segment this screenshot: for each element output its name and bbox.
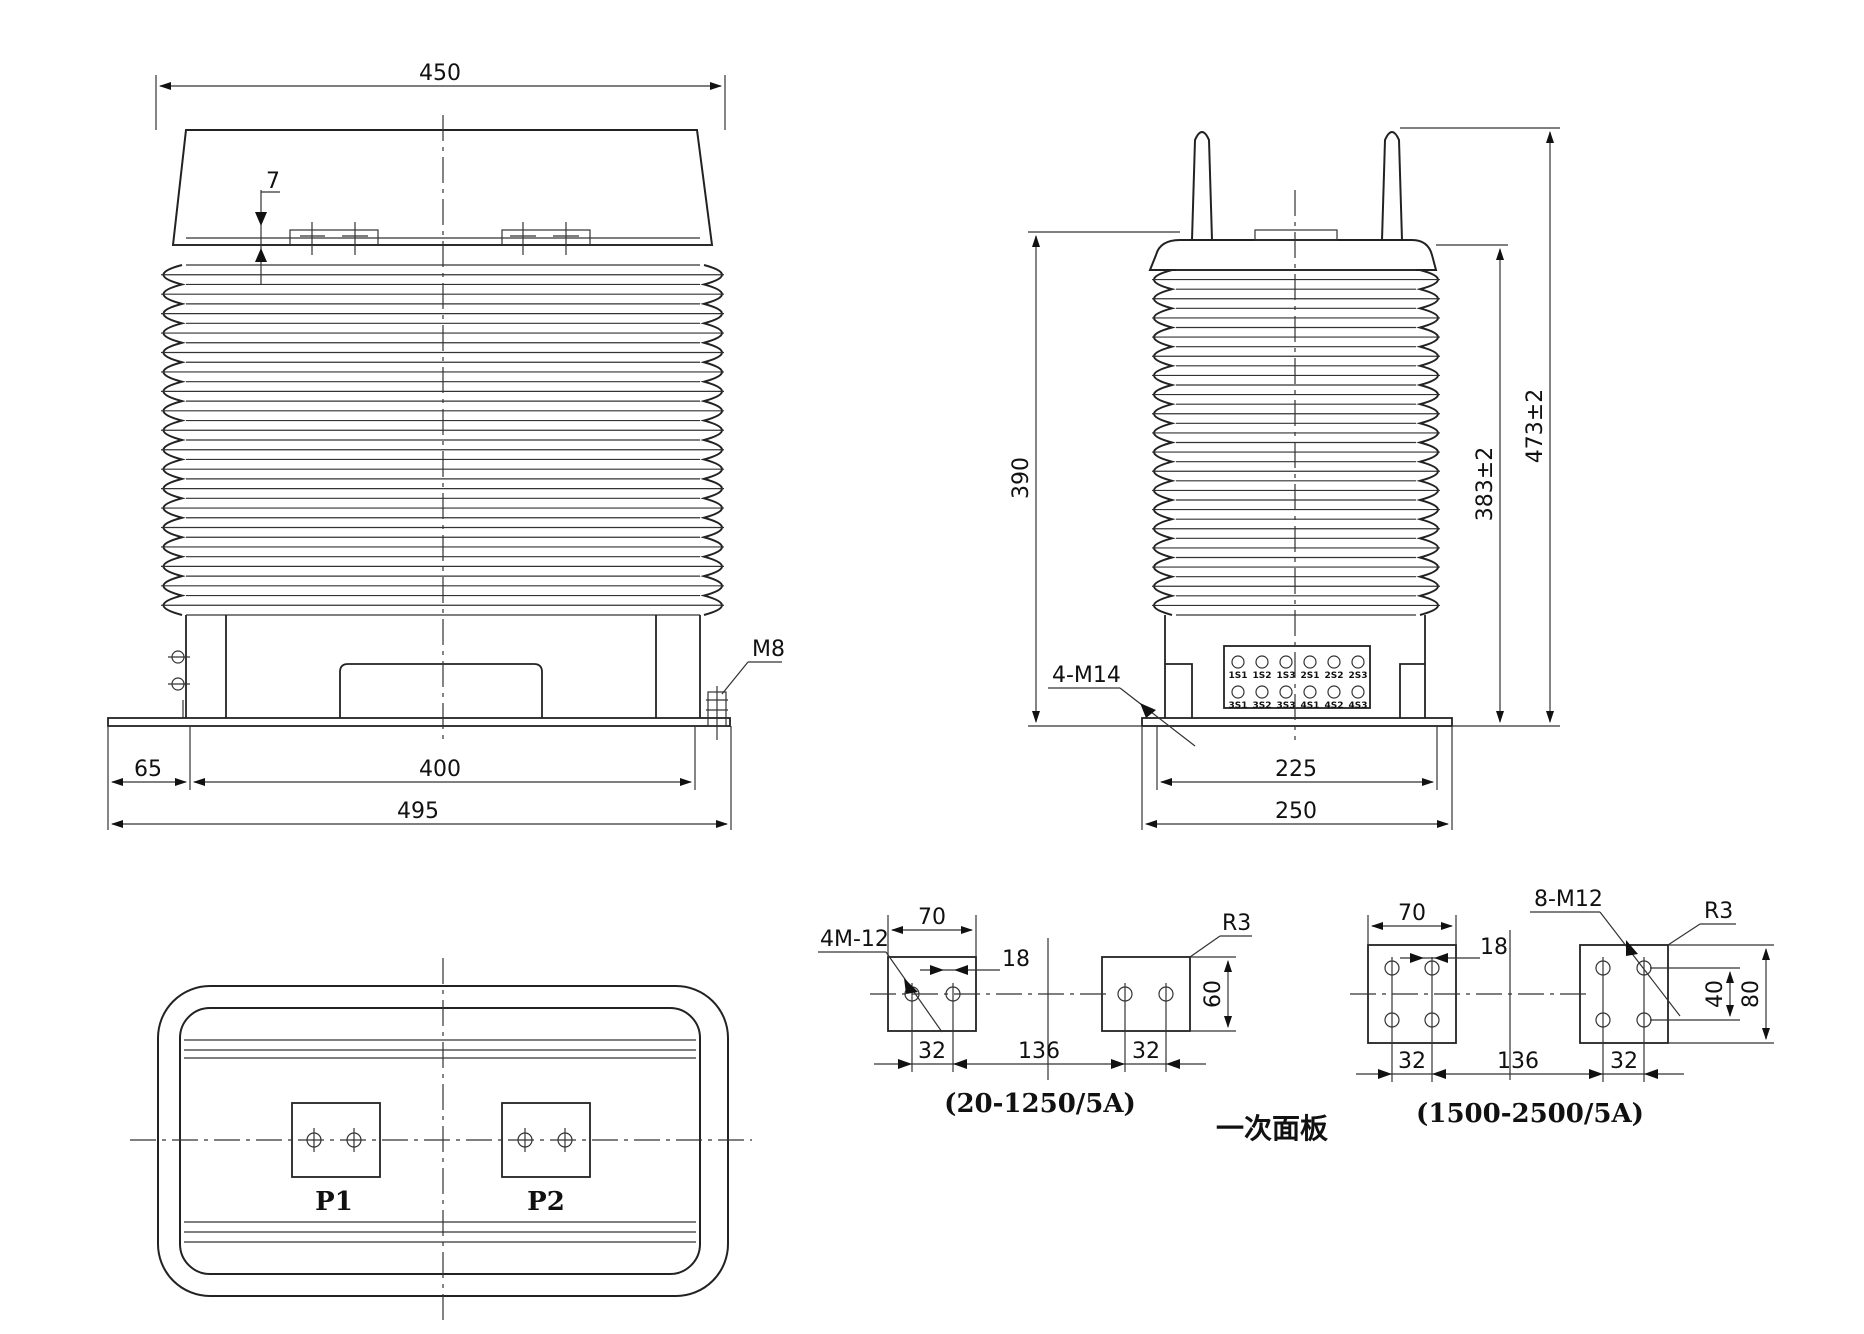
dim-390: 390 <box>1009 457 1034 499</box>
dim-473: 473±2 <box>1523 389 1548 463</box>
panel-small-dim-32-left: 32 <box>918 1039 946 1064</box>
side-base-plate <box>1141 717 1453 727</box>
terminal-label: 3S3 <box>1276 701 1295 711</box>
panel-large-dim-80: 80 <box>1739 980 1764 1008</box>
front-base-plate <box>107 717 731 727</box>
side-top-block <box>1254 229 1338 241</box>
terminal-grid: 1S1 1S2 1S3 2S1 2S2 2S3 3S1 3S2 3S3 4S1 4S2 4S3 <box>1228 655 1368 711</box>
terminal-screw-icon <box>1231 685 1245 699</box>
label-8-m12: 8-M12 <box>1534 887 1603 912</box>
front-view: 450 7 M8 65 400 495 <box>107 61 785 830</box>
front-terminal-left <box>289 229 379 246</box>
dim-450: 450 <box>419 61 461 86</box>
dim-7: 7 <box>266 169 280 194</box>
terminal-label: 4S3 <box>1348 701 1367 711</box>
terminal-screw-icon <box>1255 685 1269 699</box>
panel-large-dim-32-left: 32 <box>1398 1049 1426 1074</box>
terminal-label: 1S1 <box>1228 671 1247 681</box>
bushing-right <box>1381 131 1403 241</box>
dim-495: 495 <box>397 799 439 824</box>
panel-large-dim-70: 70 <box>1398 901 1426 926</box>
top-inner-outline <box>179 1007 701 1275</box>
terminal-label: 1S2 <box>1252 671 1271 681</box>
panel-large-caption: (1500-2500/5A) <box>1416 1099 1644 1129</box>
panel-large: 70 18 8-M12 R3 40 80 32 136 <box>1350 887 1774 1129</box>
panel-small-dim-32-right: 32 <box>1132 1039 1160 1064</box>
label-m8: M8 <box>752 637 785 662</box>
front-terminal-right <box>501 229 591 246</box>
terminal-screw-icon <box>1327 655 1341 669</box>
panel-large-dim-40: 40 <box>1703 980 1728 1008</box>
terminal-screw-icon <box>1327 685 1341 699</box>
dim-225: 225 <box>1275 757 1317 782</box>
label-4m-12: 4M-12 <box>820 927 889 952</box>
panel-large-dim-18: 18 <box>1480 935 1508 960</box>
label-p1: P1 <box>315 1187 353 1217</box>
terminal-screw-icon <box>1351 685 1365 699</box>
terminal-label: 4S1 <box>1300 701 1319 711</box>
panel-small-dim-136: 136 <box>1018 1039 1060 1064</box>
terminal-screw-icon <box>1231 655 1245 669</box>
ground-bolt-icons <box>168 650 190 718</box>
panel-small-dim-18: 18 <box>1002 947 1030 972</box>
label-4-m14: 4-M14 <box>1052 663 1121 688</box>
side-head <box>1148 239 1438 271</box>
front-nameplate <box>339 663 543 718</box>
side-view: 1S1 1S2 1S3 2S1 2S2 2S3 3S1 3S2 3S3 4S1 4S2 4S3 390… <box>1009 127 1560 830</box>
terminal-box <box>1223 645 1371 709</box>
top-view: P1 P2 <box>130 958 752 1320</box>
terminal-label: 4S2 <box>1324 701 1343 711</box>
terminal-screw-icon <box>1303 685 1317 699</box>
terminal-label: 2S1 <box>1300 671 1319 681</box>
m8-bolt-icon <box>706 686 728 740</box>
label-p2: P2 <box>527 1187 565 1217</box>
dim-383: 383±2 <box>1473 447 1498 521</box>
terminal-label: 2S3 <box>1348 671 1367 681</box>
panel-title: 一次面板 <box>1216 1112 1328 1145</box>
panel-small-label-r3: R3 <box>1222 911 1251 936</box>
terminal-screw-icon <box>1255 655 1269 669</box>
terminal-screw-icon <box>1351 655 1365 669</box>
panel-small-dim-70: 70 <box>918 905 946 930</box>
terminal-screw-icon <box>1303 655 1317 669</box>
front-ribbed-body <box>162 264 723 616</box>
terminal-screw-icon <box>1279 655 1293 669</box>
dim-400: 400 <box>419 757 461 782</box>
panel-small-caption: (20-1250/5A) <box>944 1089 1136 1119</box>
panel-small-right-plate <box>1101 956 1191 1032</box>
panel-large-dim-32-right: 32 <box>1610 1049 1638 1074</box>
dim-250: 250 <box>1275 799 1317 824</box>
bushing-left <box>1191 131 1213 241</box>
panel-large-label-r3: R3 <box>1704 899 1733 924</box>
terminal-label: 3S1 <box>1228 701 1247 711</box>
panel-small-dim-60: 60 <box>1201 980 1226 1008</box>
terminal-label: 3S2 <box>1252 701 1271 711</box>
panel-large-right-plate <box>1579 944 1669 1044</box>
dim-65: 65 <box>134 757 162 782</box>
terminal-screw-icon <box>1279 685 1293 699</box>
terminal-label: 2S2 <box>1324 671 1343 681</box>
panel-small: 70 4M-12 18 R3 60 32 136 32 (20-1250/5A) <box>818 905 1252 1119</box>
terminal-label: 1S3 <box>1276 671 1295 681</box>
side-ribbed-body <box>1153 269 1439 616</box>
panel-large-dim-136: 136 <box>1497 1049 1539 1074</box>
